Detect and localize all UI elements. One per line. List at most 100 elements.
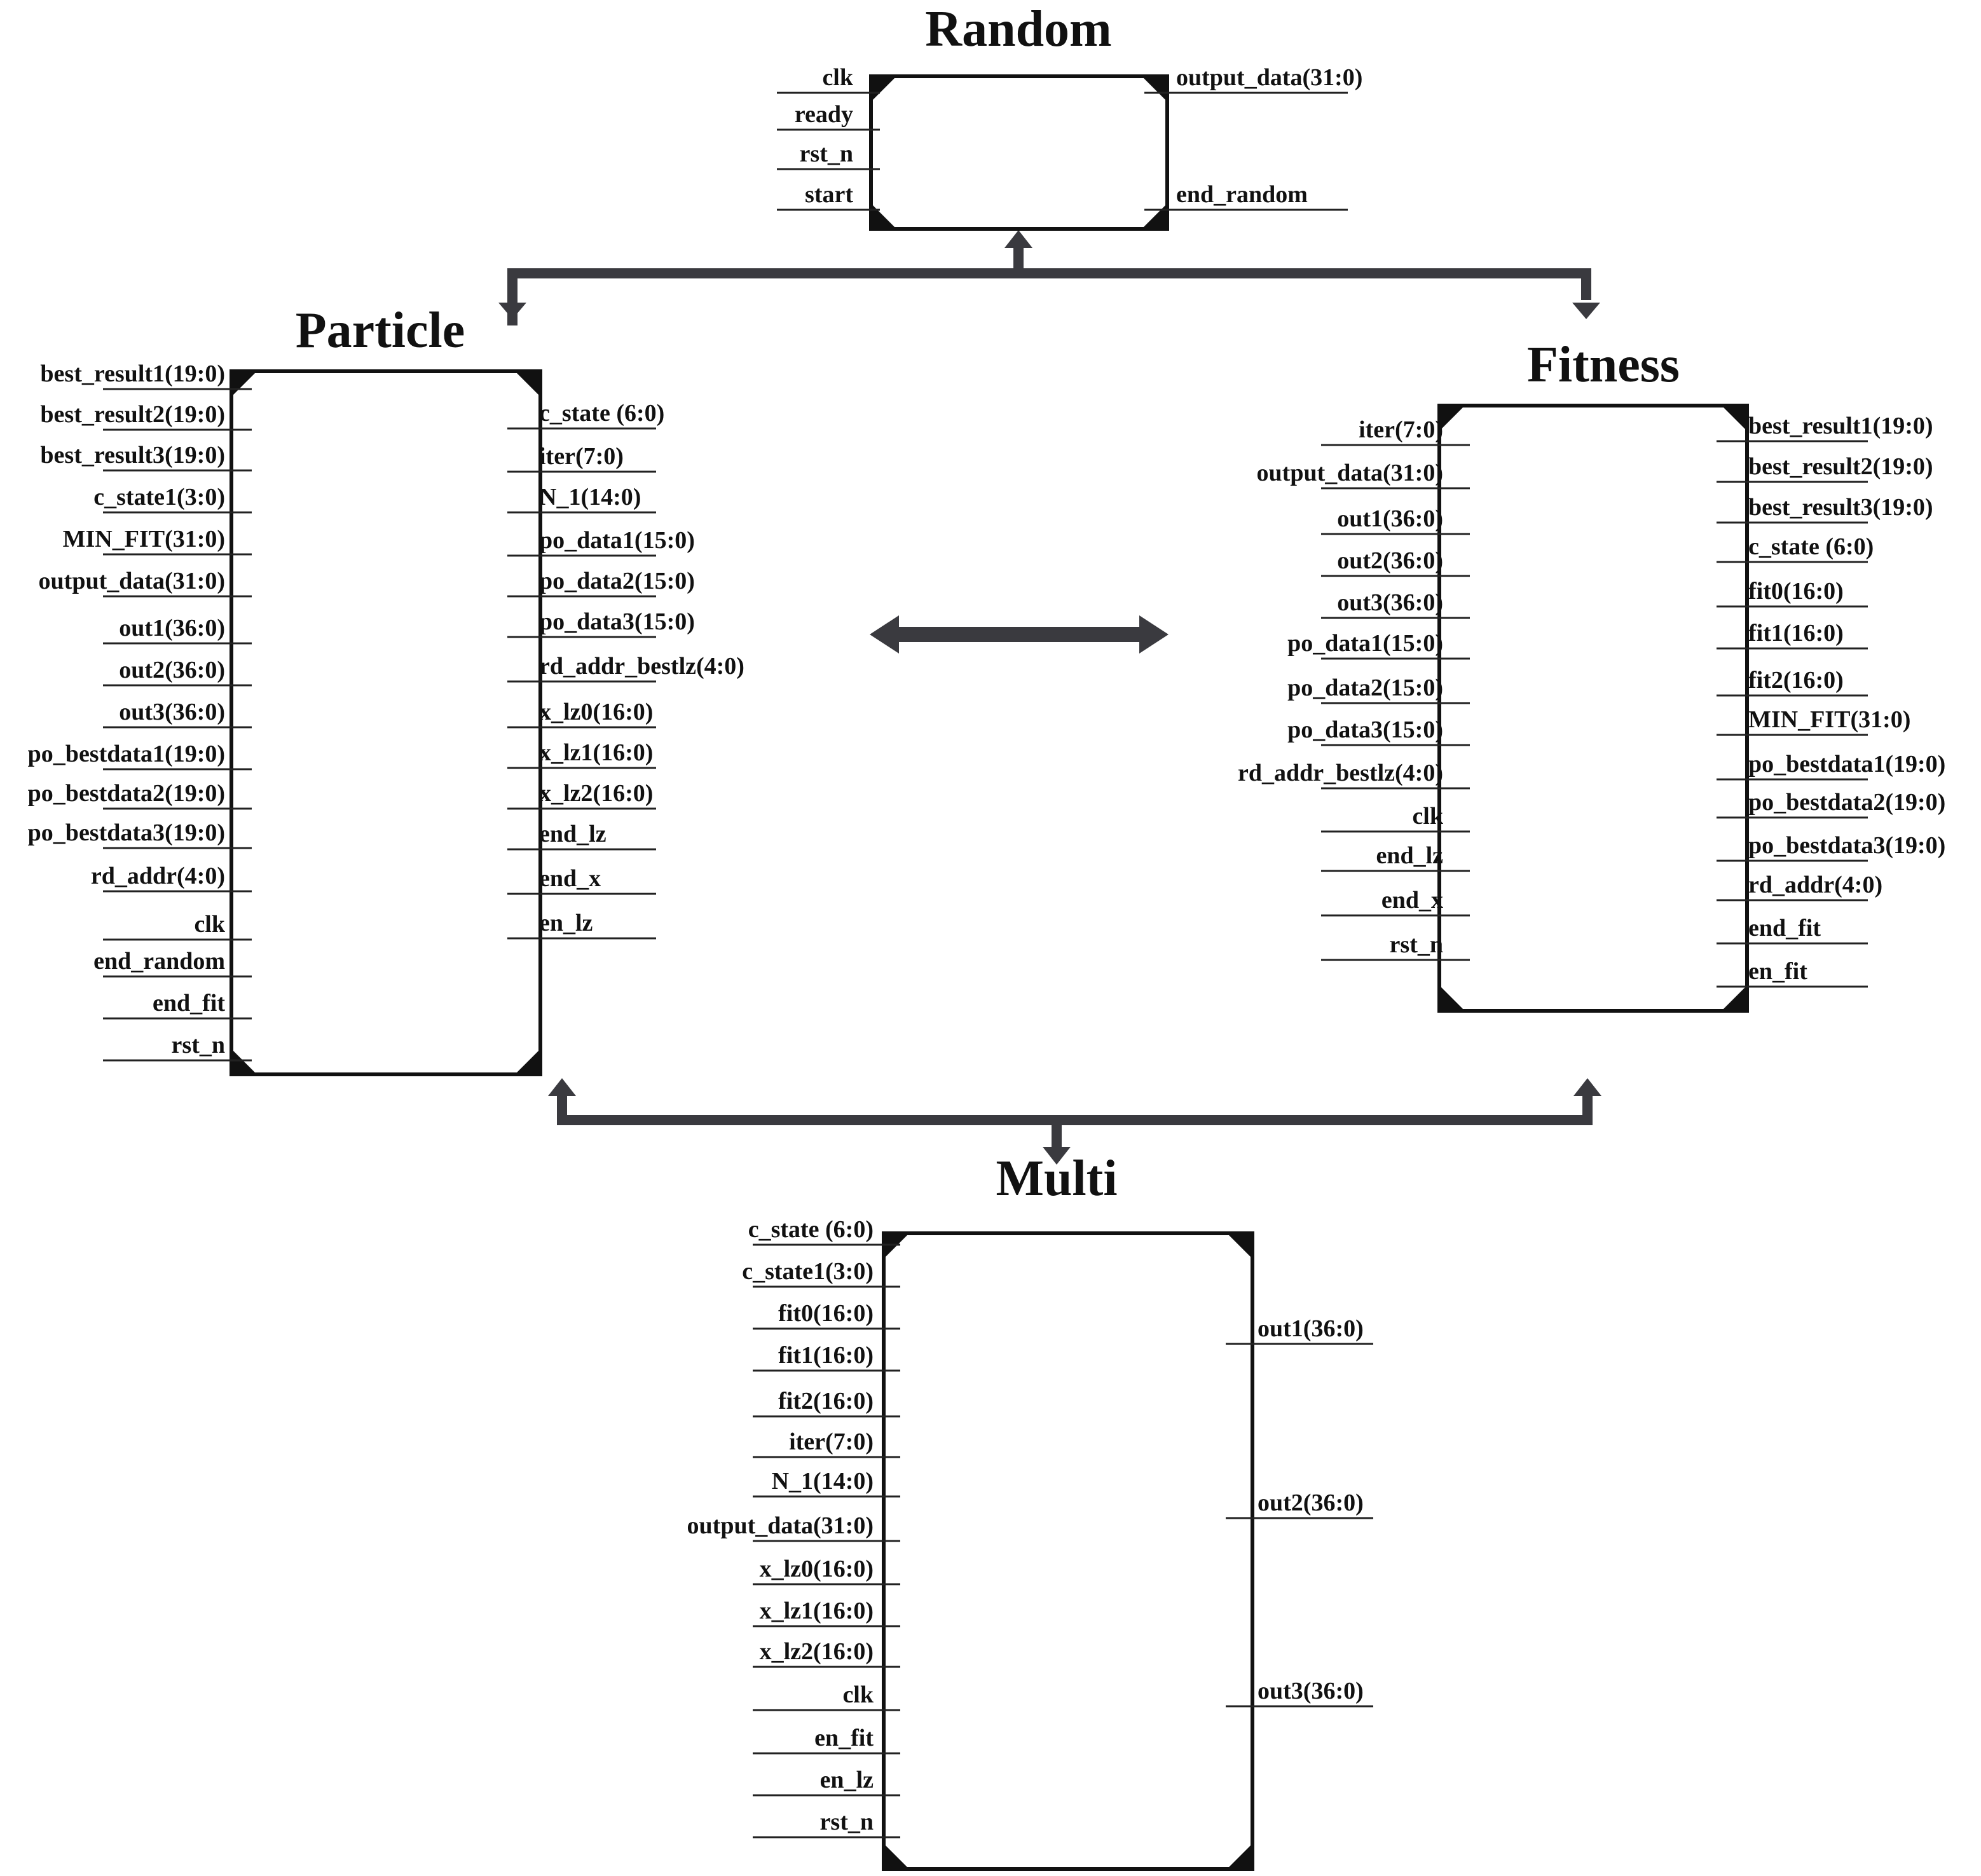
multi-input-port: fit2(16:0) [778, 1388, 874, 1414]
multi-input-port: clk [842, 1681, 874, 1708]
fitness-title: Fitness [1527, 337, 1680, 393]
multi-input-port: c_state (6:0) [748, 1216, 874, 1243]
connector-particle-fitness [870, 615, 1169, 654]
particle-input-port: MIN_FIT(31:0) [63, 526, 225, 552]
particle-output-port: x_lz0(16:0) [539, 699, 653, 725]
particle-output-port: po_data1(15:0) [539, 527, 695, 554]
particle-input-port: output_data(31:0) [39, 568, 225, 594]
particle-title: Particle [296, 303, 465, 359]
particle-output-port: end_lz [539, 821, 607, 847]
fitness-output-port: best_result2(19:0) [1748, 453, 1933, 480]
multi-corner-marker [884, 1233, 909, 1259]
fitness-input-port: rd_addr_bestlz(4:0) [1238, 760, 1443, 786]
particle-input-port: end_random [93, 948, 225, 975]
multi-output-port: out2(36:0) [1258, 1489, 1364, 1516]
random-corner-marker [1142, 76, 1167, 102]
particle-output-port: N_1(14:0) [539, 484, 641, 510]
arrow-to-particle [498, 303, 526, 319]
particle-output-port: x_lz2(16:0) [539, 780, 653, 807]
arrow-to-fitness-bottom [1573, 1078, 1601, 1096]
random-input-port: rst_n [800, 140, 853, 167]
arrow-to-particle-bottom [548, 1078, 576, 1096]
fitness-output-port: po_bestdata2(19:0) [1748, 789, 1945, 816]
particle-output-port: end_x [539, 865, 601, 892]
fitness-input-port: po_data3(15:0) [1287, 716, 1443, 743]
fitness-input-port: rst_n [1390, 931, 1443, 958]
random-corner-marker [871, 76, 896, 102]
particle-input-port: po_bestdata1(19:0) [28, 741, 225, 767]
multi-input-port: fit1(16:0) [778, 1342, 874, 1369]
multi-corner-marker [1227, 1844, 1252, 1869]
fitness-output-port: fit0(16:0) [1748, 578, 1844, 605]
multi-input-port: en_fit [814, 1725, 874, 1751]
particle-input-port: best_result1(19:0) [40, 360, 225, 387]
fitness-input-port: clk [1412, 803, 1443, 830]
particle-input-port: clk [194, 911, 225, 938]
multi-input-port: x_lz1(16:0) [760, 1598, 874, 1624]
arrow-to-fitness [1572, 303, 1600, 319]
particle-input-port: rst_n [172, 1032, 225, 1058]
multi-title: Multi [996, 1151, 1117, 1207]
multi-corner-marker [884, 1844, 909, 1869]
block-random: Randomclkreadyrst_nstartoutput_data(31:0… [777, 1, 1362, 231]
random-input-port: start [805, 181, 853, 208]
particle-corner-marker [231, 1049, 257, 1074]
random-title: Random [925, 1, 1111, 57]
particle-output-port: c_state (6:0) [539, 400, 664, 427]
particle-output-port: iter(7:0) [539, 443, 624, 470]
arrow-to-random [1004, 230, 1032, 248]
particle-input-port: out3(36:0) [119, 699, 225, 725]
fitness-output-port: po_bestdata3(19:0) [1748, 832, 1945, 859]
particle-input-port: best_result2(19:0) [40, 401, 225, 428]
fitness-corner-marker [1722, 406, 1747, 431]
multi-input-port: fit0(16:0) [778, 1300, 874, 1327]
arrow-right [1139, 615, 1169, 654]
particle-output-port: po_data3(15:0) [539, 608, 695, 635]
multi-box [882, 1231, 1254, 1871]
random-input-port: ready [795, 101, 853, 128]
blocks-layer: Randomclkreadyrst_nstartoutput_data(31:0… [28, 1, 1945, 1871]
fitness-corner-marker [1722, 985, 1747, 1011]
fitness-output-port: po_bestdata1(19:0) [1748, 751, 1945, 777]
block-particle: Particle best_result1(19:0) best_result2(1… [28, 303, 744, 1076]
particle-input-port: out1(36:0) [119, 615, 225, 641]
particle-input-port: out2(36:0) [119, 657, 225, 683]
particle-input-port: po_bestdata2(19:0) [28, 780, 225, 807]
fitness-input-port: end_lz [1376, 842, 1443, 869]
particle-output-port: rd_addr_bestlz(4:0) [539, 653, 744, 680]
multi-input-port: en_lz [820, 1767, 874, 1793]
multi-output-port: out1(36:0) [1258, 1315, 1364, 1342]
fitness-output-port: best_result3(19:0) [1748, 494, 1933, 521]
particle-corner-marker [515, 1049, 540, 1074]
connector-random-bus [498, 230, 1600, 325]
particle-input-port: c_state1(3:0) [93, 484, 225, 510]
multi-input-port: N_1(14:0) [772, 1468, 874, 1495]
multi-input-port: x_lz0(16:0) [760, 1556, 874, 1582]
fitness-input-port: out3(36:0) [1337, 589, 1443, 616]
particle-output-port: en_lz [539, 910, 593, 936]
fitness-corner-marker [1439, 406, 1465, 431]
fitness-output-port: fit1(16:0) [1748, 620, 1844, 647]
particle-input-port: po_bestdata3(19:0) [28, 819, 225, 846]
arrow-left [870, 615, 899, 654]
fitness-input-port: end_x [1381, 887, 1443, 914]
multi-input-port: iter(7:0) [789, 1428, 874, 1455]
fitness-input-port: out1(36:0) [1337, 505, 1443, 532]
particle-corner-marker [231, 371, 257, 397]
fitness-input-port: out2(36:0) [1337, 547, 1443, 574]
particle-input-port: end_fit [153, 990, 225, 1017]
fitness-output-port: rd_addr(4:0) [1748, 872, 1882, 898]
multi-input-port: output_data(31:0) [687, 1512, 874, 1539]
fitness-output-port: c_state (6:0) [1748, 533, 1874, 560]
fitness-output-port: end_fit [1748, 915, 1821, 941]
fitness-input-port: output_data(31:0) [1257, 460, 1443, 486]
random-output-port: end_random [1176, 181, 1308, 208]
fitness-corner-marker [1439, 985, 1465, 1011]
block-fitness: Fitnessiter(7:0)output_data(31:0)out1(36… [1238, 337, 1945, 1013]
particle-output-port: po_data2(15:0) [539, 568, 695, 594]
fitness-output-port: fit2(16:0) [1748, 667, 1844, 694]
multi-input-port: rst_n [820, 1809, 874, 1835]
fitness-output-port: MIN_FIT(31:0) [1748, 706, 1910, 733]
